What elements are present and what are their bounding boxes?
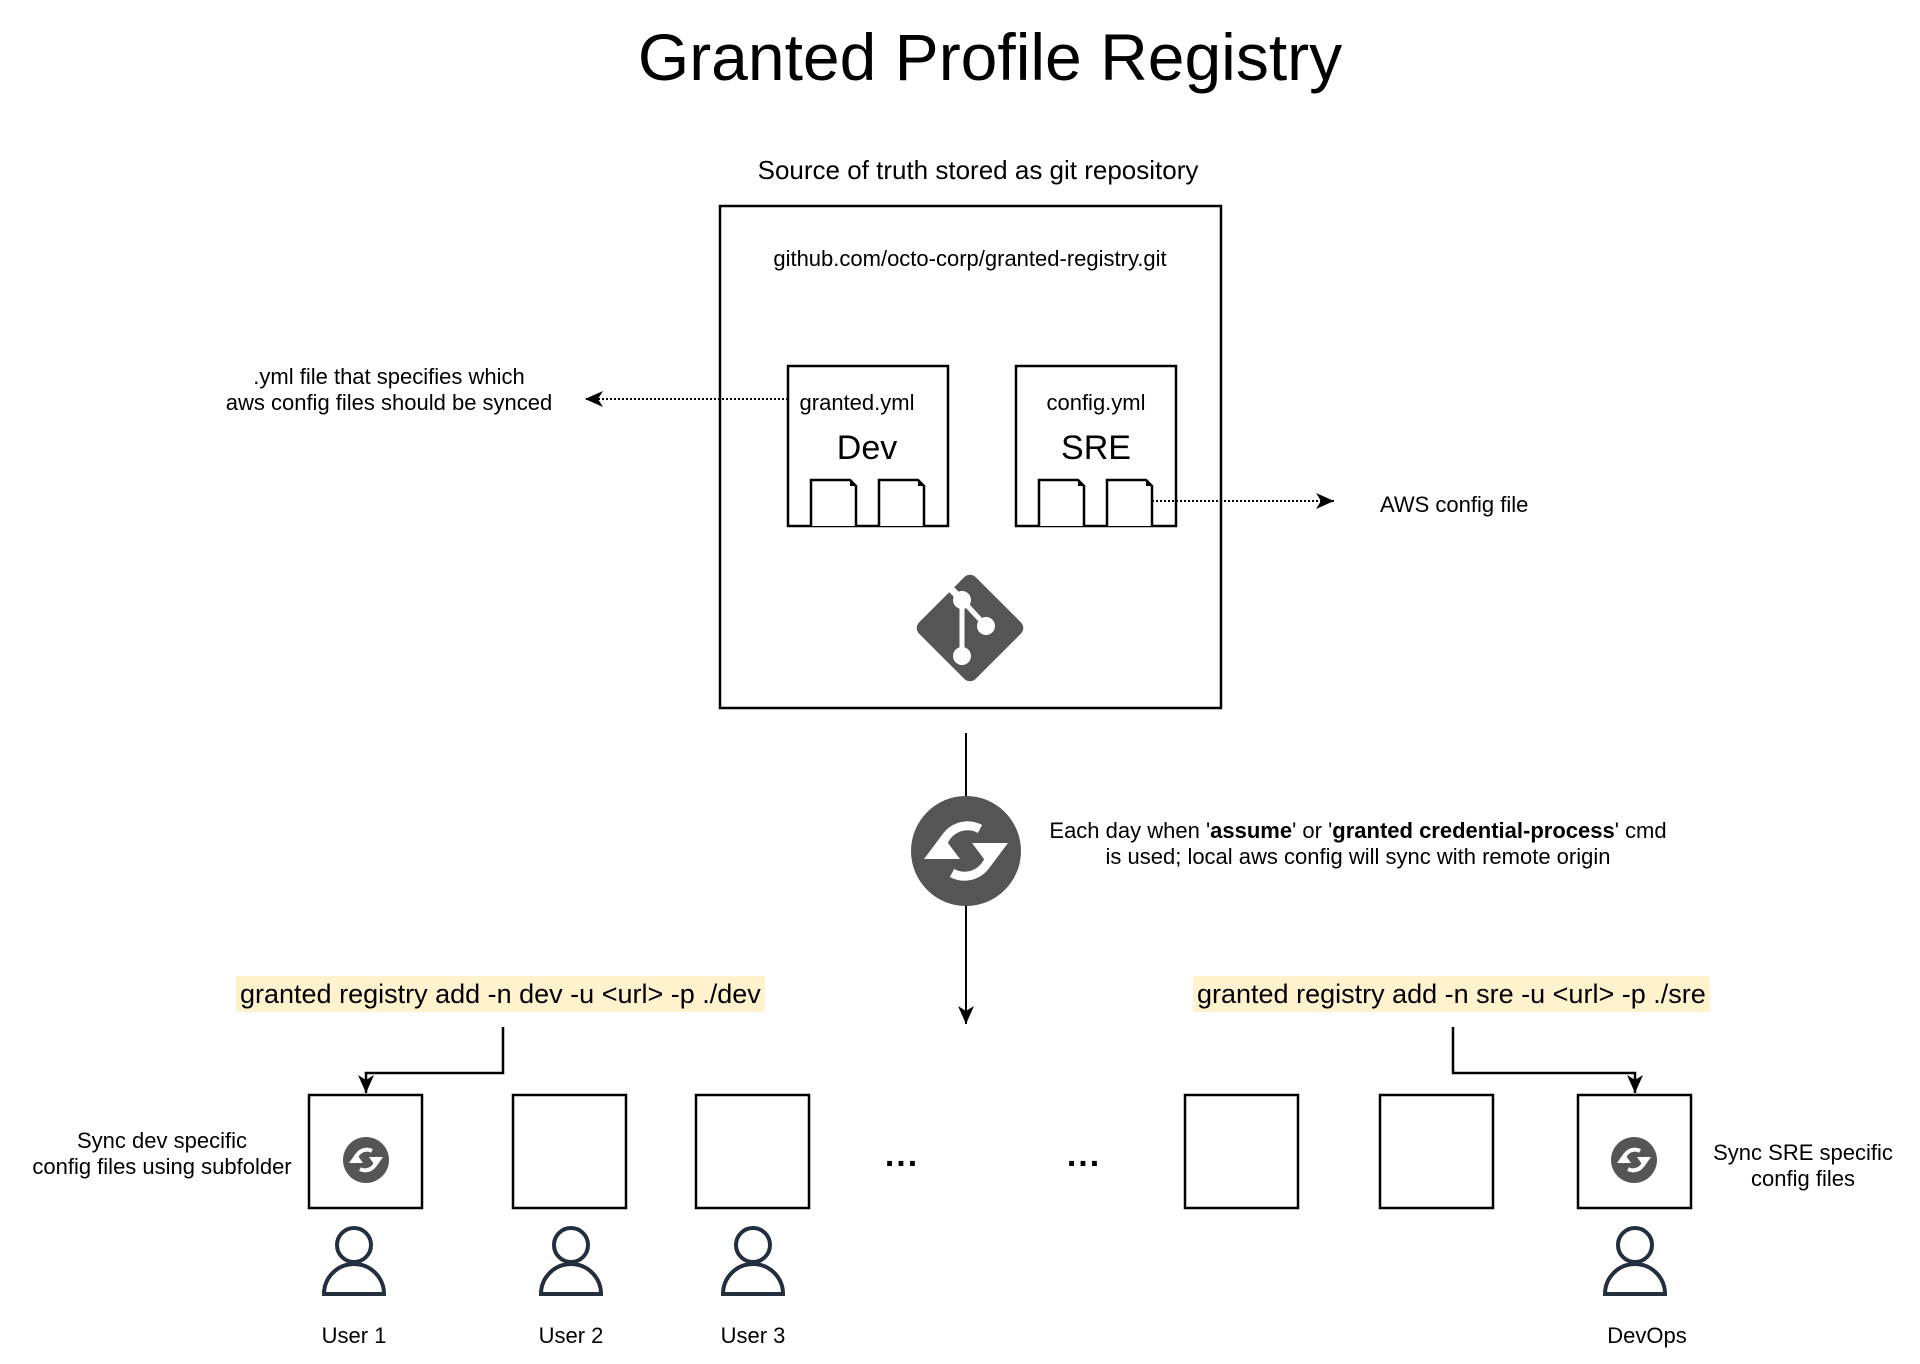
user-label: DevOps (1607, 1323, 1687, 1348)
ellipsis: ... (1066, 1136, 1102, 1174)
sre-connector-arrow (1451, 1027, 1643, 1093)
aws-config-note: AWS config file (1380, 492, 1529, 517)
machine-box-5 (1378, 1093, 1495, 1210)
repository-url: github.com/octo-corp/granted-registry.gi… (773, 246, 1167, 271)
dev-command: granted registry add -n dev -u <url> -p … (236, 976, 765, 1013)
yml-note-line-2: aws config files should be synced (225, 390, 553, 416)
sre-file-name: config.yml (1046, 390, 1146, 415)
git-icon (916, 574, 1024, 682)
sre-sync-note: Sync SRE specific config files (1713, 1140, 1893, 1193)
machine-box-4 (1183, 1093, 1300, 1210)
dev-folder-label: Dev (836, 429, 898, 467)
ellipsis: ... (884, 1136, 920, 1174)
file-icon (1037, 478, 1086, 526)
file-icon (877, 478, 926, 526)
machine-box-user-2 (511, 1093, 628, 1210)
yml-note: .yml file that specifies which aws confi… (226, 364, 553, 417)
sync-icon (911, 796, 1021, 906)
file-icon (1105, 478, 1154, 526)
sre-folder-label: SRE (1061, 429, 1131, 467)
dev-sync-note-line-1: Sync dev specific (77, 1128, 247, 1153)
user-icon (538, 1226, 604, 1296)
sync-description-line-1: Each day when 'assume' or 'granted crede… (1049, 818, 1667, 843)
dev-connector-arrow (358, 1027, 505, 1093)
user-label: User 2 (538, 1323, 604, 1348)
dev-file-name: granted.yml (799, 390, 915, 415)
sre-folder (1014, 364, 1178, 528)
sync-icon (1611, 1137, 1657, 1183)
user-label: User 3 (720, 1323, 786, 1348)
sync-description: Each day when 'assume' or 'granted crede… (1049, 818, 1666, 871)
sync-description-line-2: is used; local aws config will sync with… (1105, 844, 1611, 870)
sync-icon (343, 1137, 389, 1183)
sre-sync-note-line-1: Sync SRE specific (1713, 1140, 1893, 1165)
machine-box-user-3 (694, 1093, 811, 1210)
repository-caption: Source of truth stored as git repository (757, 155, 1199, 185)
file-icon (809, 478, 858, 526)
user-icon (321, 1226, 387, 1296)
sre-command: granted registry add -n sre -u <url> -p … (1193, 976, 1710, 1013)
user-icon (1602, 1226, 1668, 1296)
repository-box (718, 204, 1223, 710)
page-title: Granted Profile Registry (637, 20, 1343, 94)
user-label: User 1 (321, 1323, 387, 1348)
dev-sync-note: Sync dev specific config files using sub… (32, 1128, 291, 1181)
dev-sync-note-line-2: config files using subfolder (32, 1154, 292, 1180)
yml-note-line-1: .yml file that specifies which (253, 364, 525, 389)
sre-sync-note-line-2: config files (1751, 1166, 1855, 1192)
user-icon (720, 1226, 786, 1296)
dev-folder (786, 364, 950, 528)
